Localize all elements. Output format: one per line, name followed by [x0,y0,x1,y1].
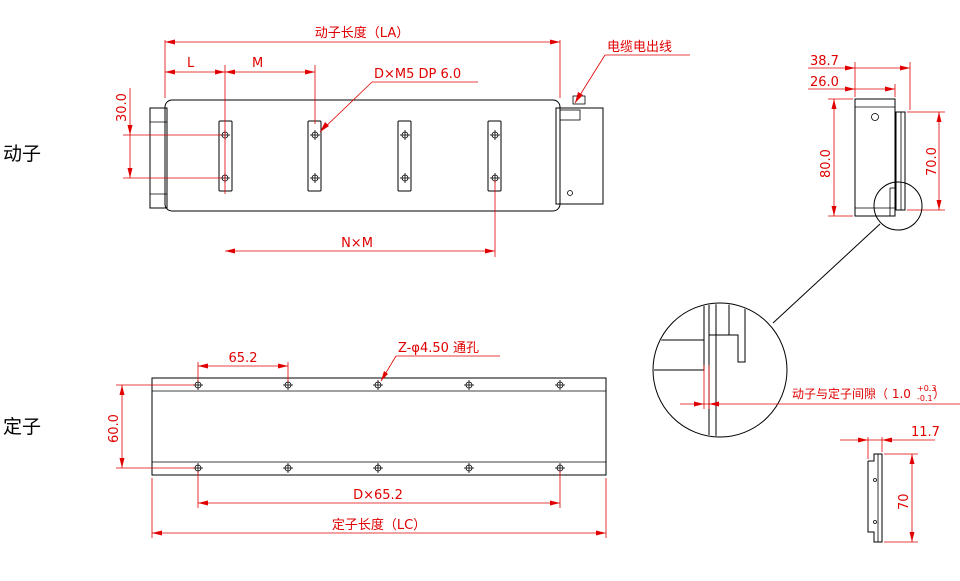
dim-38-7: 38.7 [808,54,911,110]
dim-38-7-label: 38.7 [810,54,839,69]
dim-60-label: 60.0 [107,414,122,443]
gap-label: 动子与定子间隙（ 1.0 [792,386,911,401]
hole-spec-leader: D×M5 DP 6.0 [319,67,478,133]
stator-hole-label: Z-φ4.50 通孔 [398,341,479,356]
cable-leader: 电缆电出线 [574,39,690,104]
mover-body [164,99,561,212]
dim-M: M [224,56,316,194]
stator-hole [464,380,474,390]
stator-body [151,377,607,476]
dim-Dx: D×65.2 [197,471,561,508]
dim-NxM: N×M [225,180,496,257]
mounting-slot [218,120,233,192]
dim-NxM-label: N×M [341,236,373,251]
dim-mover-length: 动子长度（LA） [164,25,561,98]
dim-70-label: 70.0 [925,147,940,176]
gap-tol-upper: +0.3 [917,384,936,393]
mounting-slot [397,120,412,192]
gap-close: ） [933,387,945,401]
detail-circle [652,302,788,438]
dim-11-7-label: 11.7 [911,425,940,440]
stator-side-profile [867,453,883,543]
stator-hole [464,463,474,473]
dim-stator-length: 定子长度（LC） [151,478,607,538]
stator-side-view: 11.7 70 [840,425,940,543]
detail-view: 动子与定子间隙（ 1.0 +0.3 -0.1 ） [652,302,960,438]
dim-L: L [165,56,225,75]
pitch-label: 65.2 [229,351,258,366]
dim-26-label: 26.0 [810,75,839,90]
mount-hole [490,130,500,140]
cable-connector [555,107,604,205]
stator-view: 65.2 Z-φ4.50 通孔 60.0 D×65.2 [107,341,607,538]
detail-callout-circle [873,181,923,231]
stator-label: 定子 [3,416,41,438]
detail-leader-line [772,223,881,324]
cable-label: 电缆电出线 [607,39,672,55]
dim-60: 60.0 [107,384,195,469]
stator-hole [283,463,293,473]
mount-hole [310,173,320,183]
dim-stator-70: 70 [884,453,918,543]
mount-hole [400,130,410,140]
mover-section [854,98,896,217]
stator-hole-leader: Z-φ4.50 通孔 [380,341,500,382]
dim-70: 70.0 [907,111,945,211]
dim-11-7: 11.7 [840,425,940,459]
dim-26: 26.0 [808,75,896,97]
gap-tol-lower: -0.1 [917,394,933,403]
stator-hole [373,380,383,390]
stator-length-label: 定子长度（LC） [332,517,426,533]
dim-80-label: 80.0 [819,149,834,178]
mover-label: 动子 [3,143,41,165]
stator-hole [555,380,565,390]
side-view: 38.7 26.0 80.0 70.0 [652,54,960,438]
mover-length-label: 动子长度（LA） [315,25,409,41]
mover-view: 动子长度（LA） 电缆电出线 L M D [115,25,690,257]
hole-spec-label: D×M5 DP 6.0 [374,67,461,82]
dim-80: 80.0 [819,98,853,217]
stator-section [895,111,906,211]
dim-pitch: 65.2 [197,351,289,382]
mounting-slot [487,120,502,192]
dim-stator-70-label: 70 [897,493,912,510]
dim-30-label: 30.0 [115,93,130,122]
dim-30: 30.0 [115,88,222,179]
mounting-slot [307,120,322,192]
stator-hole [373,463,383,473]
dim-L-label: L [187,56,195,71]
dim-Dx-label: D×65.2 [353,488,403,503]
mover-end-block [149,107,168,209]
mount-hole [310,130,320,140]
mount-hole [400,173,410,183]
dim-M-label: M [252,56,263,71]
